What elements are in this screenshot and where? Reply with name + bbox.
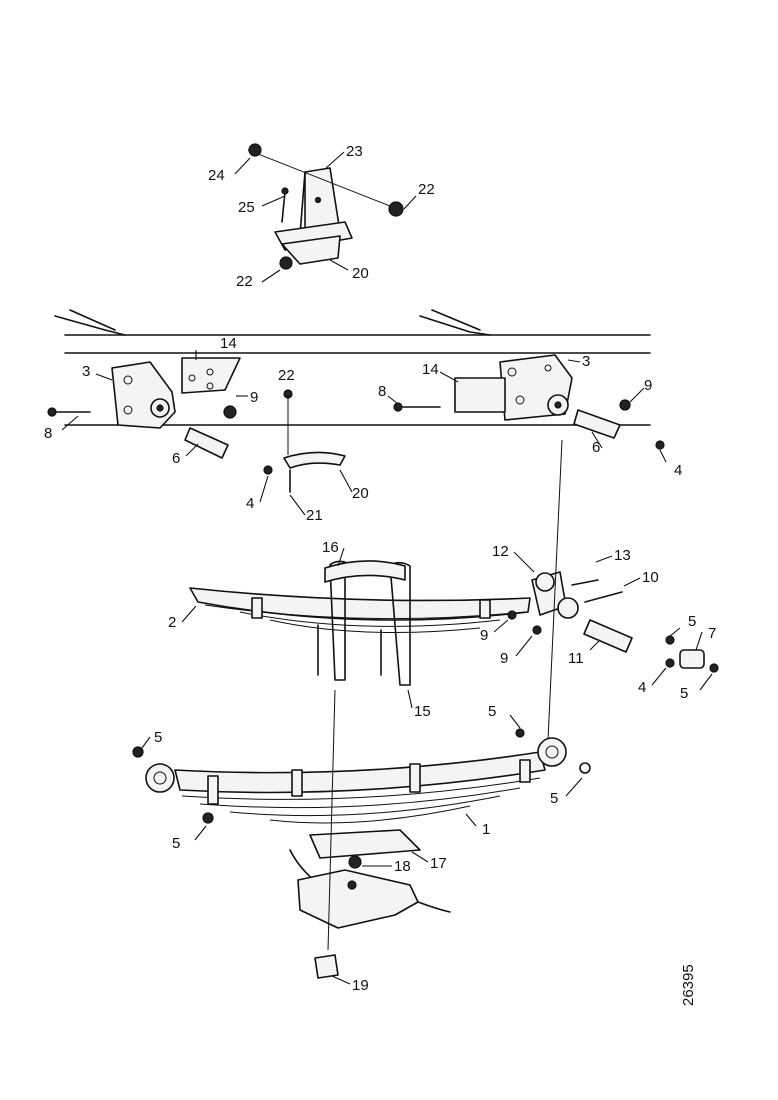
callout-5-shackle-a: 5 (688, 613, 696, 630)
callout-13: 13 (614, 547, 631, 564)
callout-21: 21 (306, 507, 323, 524)
callout-4-left: 4 (246, 495, 254, 512)
callout-16: 16 (322, 539, 339, 556)
callout-17: 17 (430, 855, 447, 872)
callout-5-shackle-b: 5 (680, 685, 688, 702)
callout-9-shackle-a: 9 (480, 627, 488, 644)
callout-5-spring-rear-top: 5 (488, 703, 496, 720)
callout-9-right: 9 (644, 377, 652, 394)
callout-11: 11 (568, 650, 584, 667)
callout-22-lower: 22 (236, 273, 253, 290)
figure-reference-number: 26395 (680, 964, 697, 1006)
callout-8-right: 8 (378, 383, 386, 400)
main-leaf-spring (132, 728, 591, 824)
callout-18: 18 (394, 858, 411, 875)
callout-22-mid: 22 (278, 367, 295, 384)
callout-3-right: 3 (582, 353, 590, 370)
callout-9-shackle-b: 9 (500, 650, 508, 667)
callout-14-left: 14 (220, 335, 237, 352)
callout-19: 19 (352, 977, 369, 994)
callout-20-mid: 20 (352, 485, 369, 502)
callout-4-shackle: 4 (638, 679, 646, 696)
callout-3-left: 3 (82, 363, 90, 380)
middle-mount (283, 389, 346, 493)
callout-5-spring-front-bottom: 5 (172, 835, 180, 852)
callout-24: 24 (208, 167, 225, 184)
callout-7: 7 (708, 625, 716, 642)
callout-labels: 23 24 25 22 22 20 14 3 9 8 6 4 22 20 21 … (44, 143, 716, 994)
callout-1: 1 (482, 821, 490, 838)
callout-5-spring-rear-bottom: 5 (550, 790, 558, 807)
callout-22-top: 22 (418, 181, 435, 198)
callout-12: 12 (492, 543, 509, 560)
callout-8-left: 8 (44, 425, 52, 442)
upper-leaf-spring (189, 560, 531, 686)
callout-14-right: 14 (422, 361, 439, 378)
callout-23: 23 (346, 143, 363, 160)
left-hanger-bracket (47, 357, 273, 475)
right-hanger-bracket (393, 354, 665, 450)
axle-seat (289, 689, 451, 979)
callout-5-spring-front-top: 5 (154, 729, 162, 746)
callout-6-right: 6 (592, 439, 600, 456)
callout-15: 15 (414, 703, 431, 720)
callout-20-top: 20 (352, 265, 369, 282)
callout-4-right: 4 (674, 462, 682, 479)
callout-2: 2 (168, 614, 176, 631)
spring-shackle (507, 439, 719, 741)
upper-bracket-assembly (247, 143, 404, 270)
callout-9-left: 9 (250, 389, 258, 406)
callout-6-left: 6 (172, 450, 180, 467)
callout-25: 25 (238, 199, 255, 216)
callout-10: 10 (642, 569, 659, 586)
